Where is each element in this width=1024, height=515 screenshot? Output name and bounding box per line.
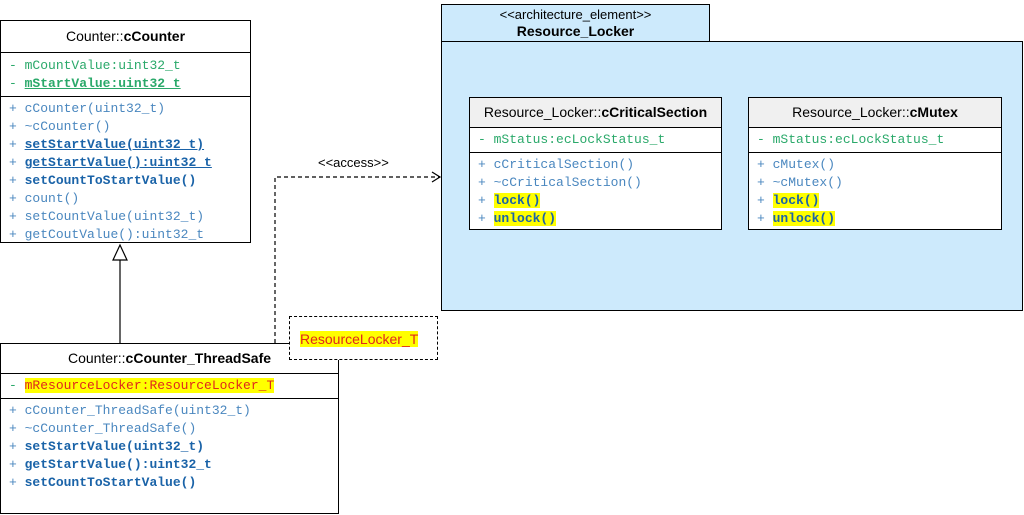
- operation-row: + setStartValue(uint32_t): [9, 439, 205, 454]
- generalization-arrowhead: [112, 243, 128, 261]
- class-ccriticalsection[interactable]: Resource_Locker::cCriticalSection - mSta…: [469, 97, 722, 230]
- operation-row: + ~cCounter(): [9, 119, 111, 134]
- attributes-section: - mStatus:ecLockStatus_t: [470, 127, 721, 152]
- operation-row: + cCounter(uint32_t): [9, 101, 166, 116]
- package-stereotype: <<architecture_element>>: [499, 7, 652, 22]
- operation-row: + lock(): [757, 193, 820, 208]
- operation-row: + setCountToStartValue(): [9, 475, 197, 490]
- operation-row: + setStartValue(uint32_t): [9, 137, 205, 152]
- class-ccounter-threadsafe[interactable]: Counter::cCounter_ThreadSafe - mResource…: [0, 343, 339, 514]
- operation-row: + unlock(): [478, 211, 557, 226]
- operation-row: + cCounter_ThreadSafe(uint32_t): [9, 403, 251, 418]
- attribute-row: - mStartValue:uint32_t: [9, 76, 181, 91]
- operations-section: + cCriticalSection() + ~cCriticalSection…: [470, 152, 721, 228]
- attribute-row: - mCountValue:uint32_t: [9, 58, 181, 73]
- class-header: Resource_Locker::cMutex: [749, 98, 1001, 127]
- operations-section: + cMutex() + ~cMutex() + lock() + unlock…: [749, 152, 1001, 228]
- operation-row: + cCriticalSection(): [478, 157, 635, 172]
- attribute-row: - mResourceLocker:ResourceLocker_T: [9, 378, 275, 393]
- operation-row: + getStartValue():uint32_t: [9, 457, 212, 472]
- template-parameter-box: ResourceLocker_T: [289, 316, 438, 360]
- operations-section: + cCounter(uint32_t) + ~cCounter() + set…: [1, 96, 250, 244]
- attributes-section: - mCountValue:uint32_t - mStartValue:uin…: [1, 52, 250, 96]
- class-ccounter[interactable]: Counter::cCounter - mCountValue:uint32_t…: [0, 20, 251, 243]
- class-cmutex[interactable]: Resource_Locker::cMutex - mStatus:ecLock…: [748, 97, 1002, 230]
- package-tab: <<architecture_element>> Resource_Locker: [441, 4, 710, 42]
- operation-row: + lock(): [478, 193, 541, 208]
- operation-row: + ~cCriticalSection(): [478, 175, 642, 190]
- operation-row: + getCoutValue():uint32_t: [9, 227, 205, 242]
- operation-row: + setCountToStartValue(): [9, 173, 197, 188]
- operation-row: + getStartValue():uint32_t: [9, 155, 212, 170]
- operation-row: + count(): [9, 191, 80, 206]
- attributes-section: - mStatus:ecLockStatus_t: [749, 127, 1001, 152]
- operation-row: + ~cCounter_ThreadSafe(): [9, 421, 197, 436]
- operation-row: + cMutex(): [757, 157, 836, 172]
- access-dependency-arrowhead: [431, 171, 442, 183]
- operations-section: + cCounter_ThreadSafe(uint32_t) + ~cCoun…: [1, 398, 338, 492]
- access-dependency-line: [274, 176, 440, 343]
- template-parameter-label: ResourceLocker_T: [300, 331, 419, 347]
- access-label: <<access>>: [318, 155, 389, 170]
- package-name: Resource_Locker: [516, 23, 635, 39]
- operation-row: + ~cMutex(): [757, 175, 843, 190]
- operation-row: + unlock(): [757, 211, 836, 226]
- class-header: Counter::cCounter: [65, 28, 186, 44]
- class-header: Resource_Locker::cCriticalSection: [470, 98, 721, 127]
- attribute-row: - mStatus:ecLockStatus_t: [478, 132, 666, 147]
- attribute-row: - mStatus:ecLockStatus_t: [757, 132, 945, 147]
- class-header: Counter::cCounter_ThreadSafe: [67, 350, 272, 366]
- attributes-section: - mResourceLocker:ResourceLocker_T: [1, 373, 338, 398]
- operation-row: + setCountValue(uint32_t): [9, 209, 205, 224]
